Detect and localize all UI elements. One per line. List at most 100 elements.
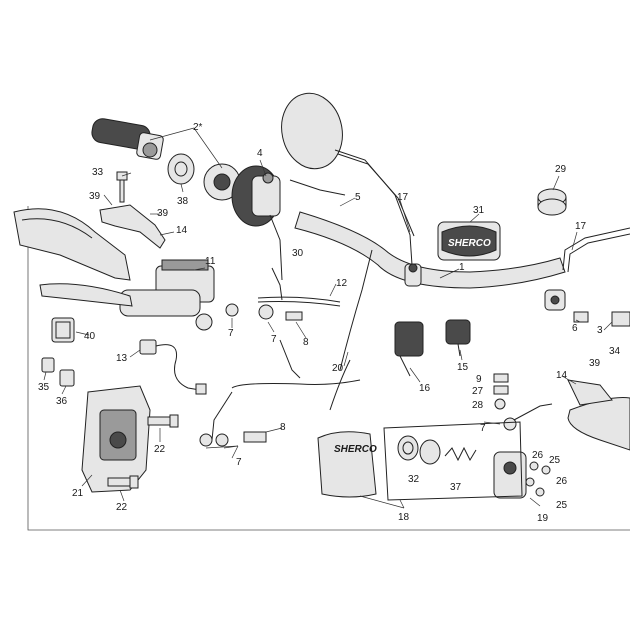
brake-hose-upper — [257, 296, 341, 303]
label-39-a: 39 — [89, 191, 101, 202]
label-31: 31 — [473, 205, 485, 216]
bolt-25b — [535, 487, 545, 497]
label-17-right: 17 — [575, 221, 587, 232]
leader-lines — [43, 127, 613, 509]
fitting-7-right — [503, 417, 517, 431]
label-5: 5 — [355, 192, 361, 203]
clutch-hose — [513, 403, 553, 421]
part-35 — [41, 357, 55, 373]
brake-hose-lower — [231, 379, 361, 389]
part-9 — [493, 373, 509, 383]
caliper-bolt-upper — [147, 414, 179, 428]
label-7-c: 7 — [236, 457, 242, 468]
handlebar-pad: SHERCO — [437, 221, 501, 261]
brake-caliper — [81, 385, 151, 493]
hose-fitting-b — [258, 304, 274, 320]
brake-master-cylinder — [119, 259, 215, 331]
label-40: 40 — [84, 331, 96, 342]
banjo-bolt-lower — [243, 431, 267, 443]
label-20: 20 — [332, 363, 344, 374]
label-26-a: 26 — [532, 450, 544, 461]
label-25-a: 25 — [549, 455, 561, 466]
sight-glass — [51, 317, 75, 343]
callout-labels: 2* 4 5 17 31 29 17 1 11 12 30 14 33 39 3… — [38, 122, 621, 524]
bar-clamp-left — [404, 263, 422, 287]
label-22-b: 22 — [116, 502, 128, 513]
label-34: 34 — [609, 346, 621, 357]
part-36 — [59, 369, 75, 387]
caliper-bolt-lower — [107, 475, 139, 489]
wiring-30 — [271, 267, 283, 301]
label-12: 12 — [336, 278, 348, 289]
label-15: 15 — [457, 362, 469, 373]
label-13: 13 — [116, 353, 128, 364]
brake-switch — [139, 339, 207, 395]
label-39-b: 39 — [157, 208, 169, 219]
handguard-bracket-right — [567, 379, 613, 406]
label-8-b: 8 — [280, 422, 286, 433]
kit-piston — [397, 435, 419, 461]
label-19: 19 — [537, 513, 549, 524]
label-4: 4 — [257, 148, 263, 159]
label-7-b: 7 — [271, 334, 277, 345]
label-8-a: 8 — [303, 337, 309, 348]
label-2: 2* — [193, 122, 203, 133]
starter-switch — [445, 319, 471, 357]
label-9: 9 — [476, 374, 482, 385]
label-14-left: 14 — [176, 225, 188, 236]
throttle-cable — [289, 179, 346, 196]
label-18: 18 — [398, 512, 410, 523]
mirror-stem-right — [562, 227, 630, 271]
bolt-26b — [525, 477, 535, 487]
svg-text:SHERCO: SHERCO — [448, 238, 491, 249]
part-3 — [611, 311, 630, 327]
label-6: 6 — [572, 323, 578, 334]
label-16: 16 — [419, 383, 431, 394]
label-21: 21 — [72, 488, 84, 499]
label-14-right: 14 — [556, 370, 568, 381]
bar-clamp-right — [544, 289, 566, 311]
label-29: 29 — [555, 164, 567, 175]
hose-fitting-a — [225, 303, 239, 317]
label-33: 33 — [92, 167, 104, 178]
mirror — [281, 92, 415, 266]
bolt-33 — [116, 171, 128, 203]
handlebar — [294, 211, 566, 289]
label-17-left: 17 — [397, 192, 409, 203]
part-6 — [573, 311, 589, 323]
repair-kit-panel — [383, 421, 523, 501]
bolt-25a — [541, 465, 551, 475]
throttle-grip — [91, 118, 164, 160]
washer-38 — [167, 153, 195, 185]
diagram-frame — [27, 206, 630, 531]
handguard-bracket — [99, 204, 166, 249]
label-32: 32 — [408, 474, 420, 485]
label-26-b: 26 — [556, 476, 568, 487]
label-30: 30 — [292, 248, 304, 259]
kit-spring — [444, 446, 477, 462]
label-39-c: 39 — [589, 358, 601, 369]
hose-fitting-c — [199, 433, 213, 447]
label-38: 38 — [177, 196, 189, 207]
part-27 — [493, 385, 509, 395]
label-25-b: 25 — [556, 500, 568, 511]
label-36: 36 — [56, 396, 68, 407]
hose-fitting-d — [215, 433, 229, 447]
throttle-housing — [231, 165, 281, 227]
label-1: 1 — [459, 262, 465, 273]
label-7-d: 7 — [480, 423, 486, 434]
banjo-bolt-upper — [285, 311, 303, 321]
label-22-a: 22 — [154, 444, 166, 455]
kit-seal — [419, 439, 441, 465]
label-27: 27 — [472, 386, 484, 397]
label-7-a: 7 — [228, 328, 234, 339]
label-11: 11 — [205, 256, 216, 267]
bolt-26a — [529, 461, 539, 471]
clutch-master-cylinder — [493, 451, 527, 499]
label-35: 35 — [38, 382, 50, 393]
brake-lever — [39, 283, 133, 307]
handguard-left — [13, 208, 131, 281]
label-37: 37 — [450, 482, 462, 493]
clutch-cable — [339, 249, 373, 371]
